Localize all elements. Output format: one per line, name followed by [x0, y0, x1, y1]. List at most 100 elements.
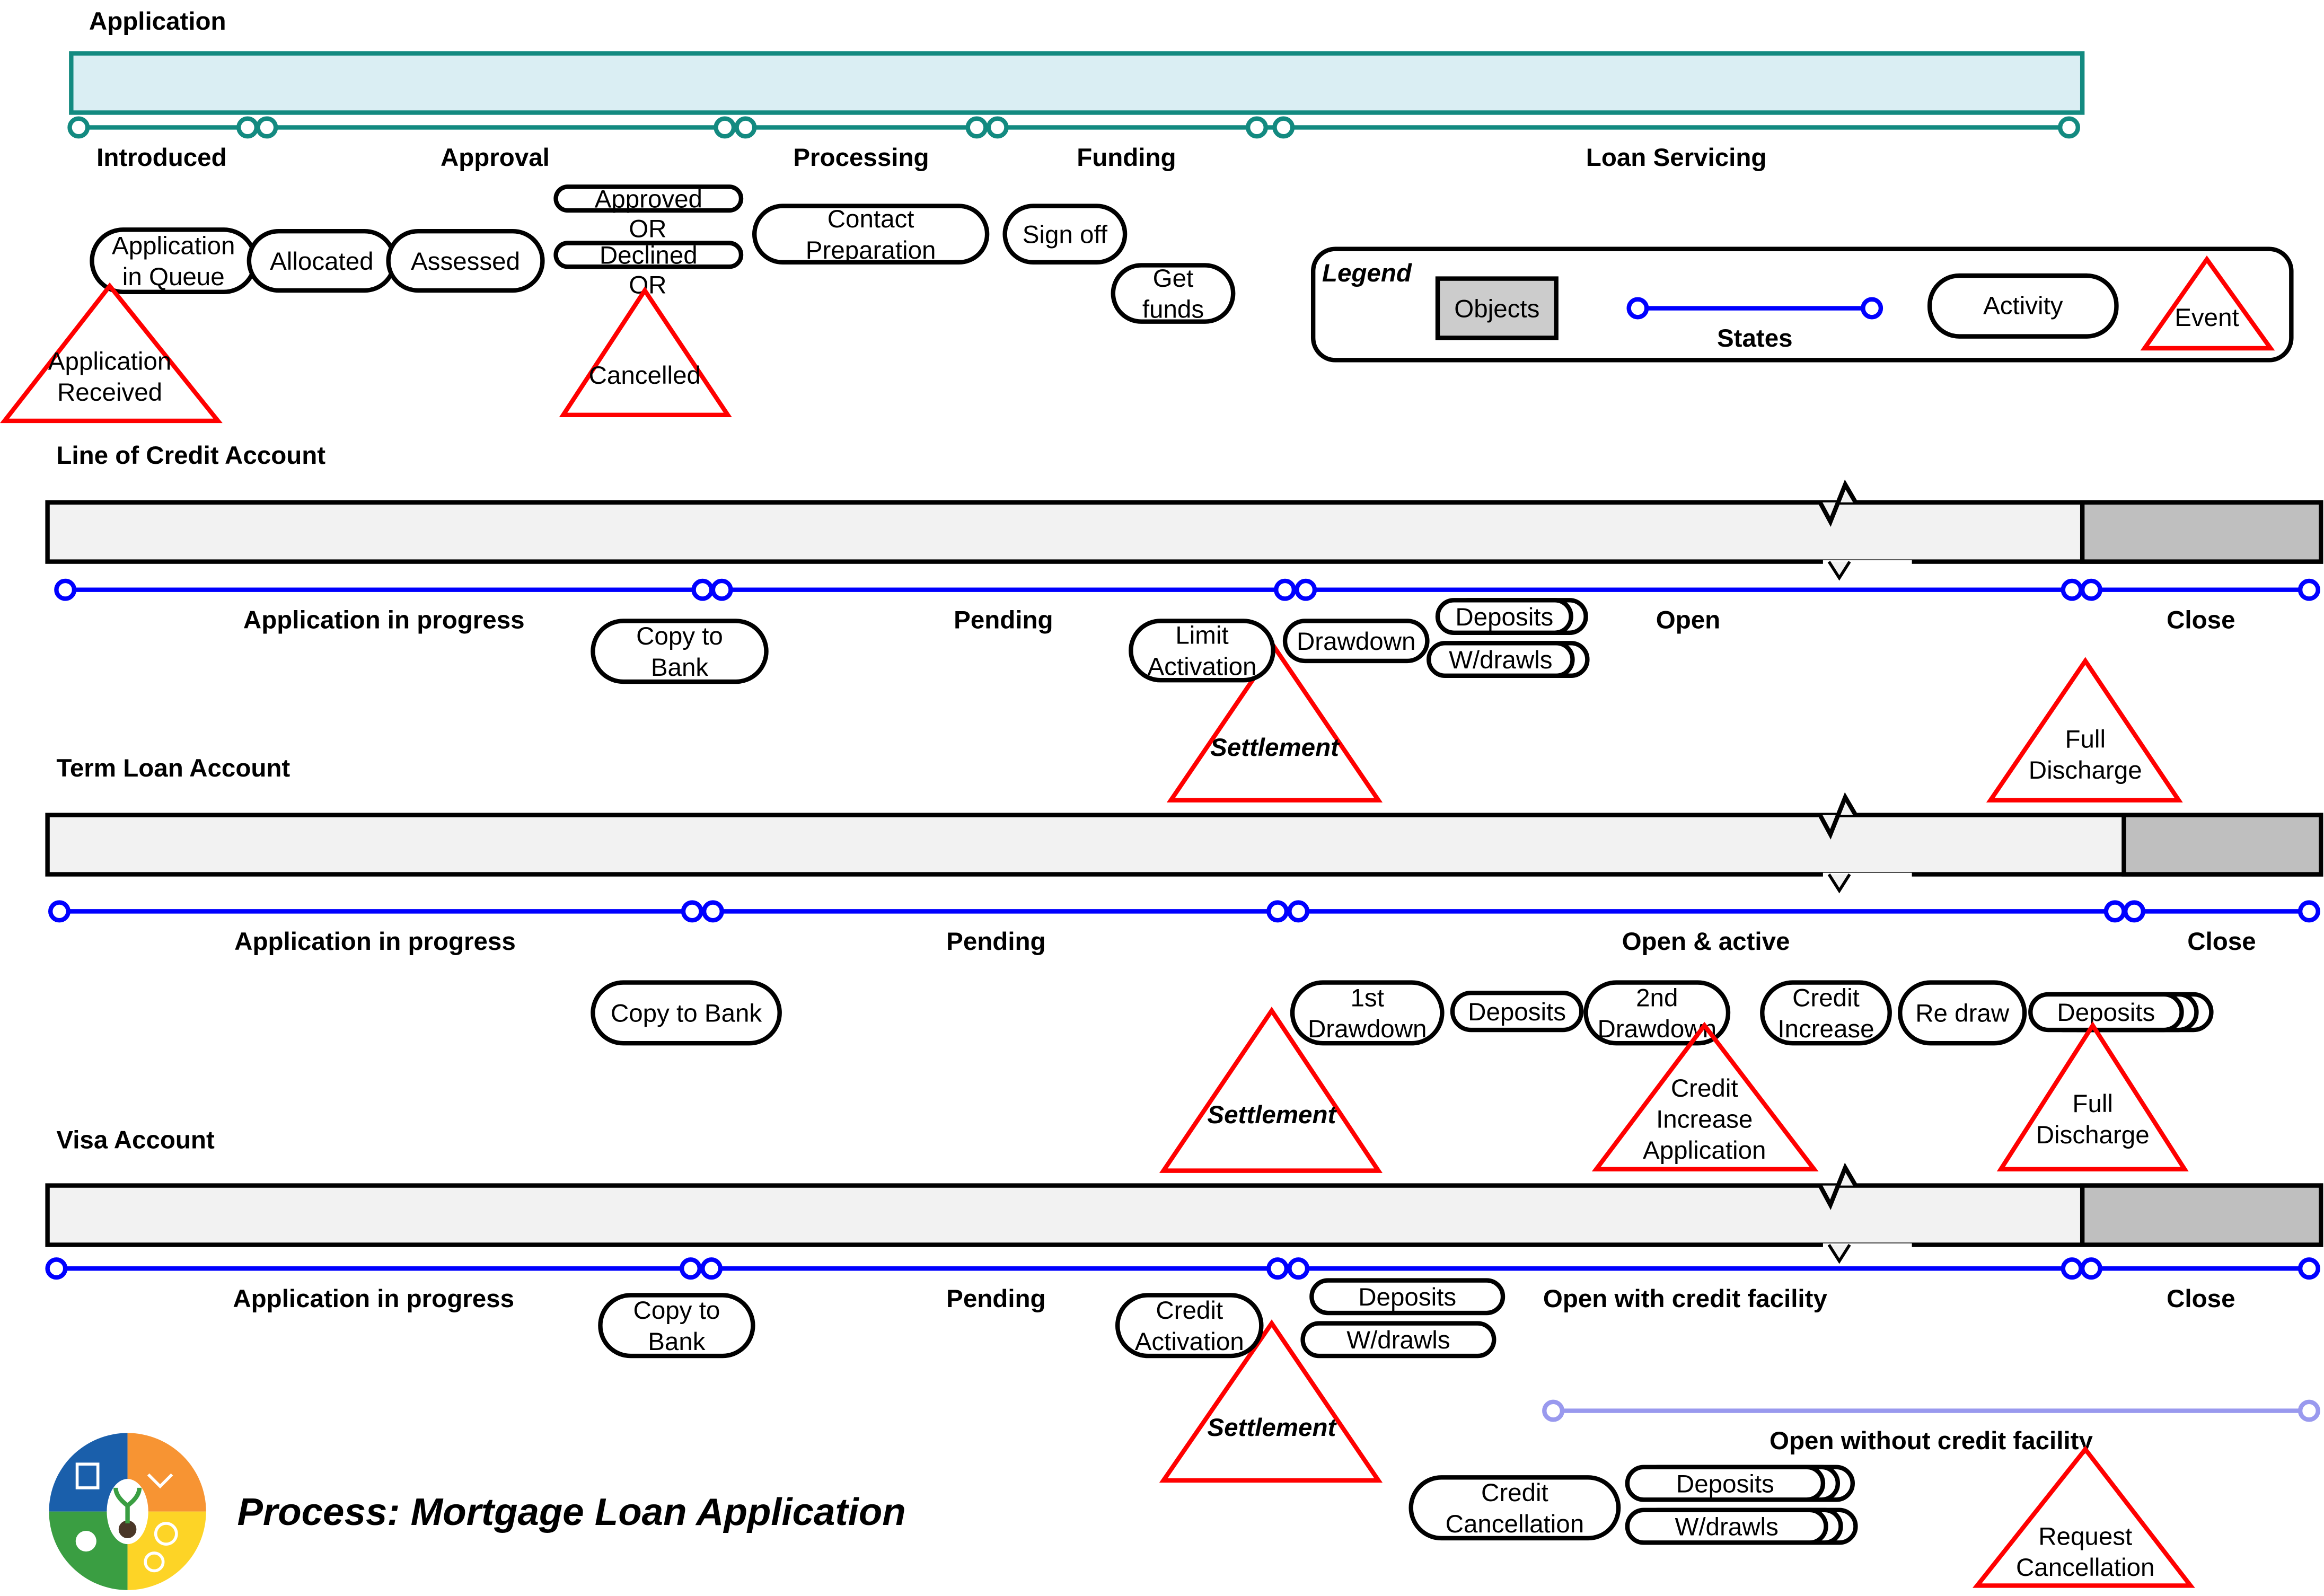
state-node [1295, 578, 1317, 601]
event[interactable]: Settlement [1166, 643, 1383, 803]
activity-shape [598, 1293, 755, 1359]
gear-shape [144, 1551, 165, 1573]
label-line: Cancelled [589, 361, 701, 390]
state-node [986, 116, 1009, 139]
state-node [67, 116, 90, 139]
activity-shape [1309, 1278, 1506, 1316]
state-node [2123, 900, 2145, 923]
activity[interactable]: Deposits [1625, 1465, 1855, 1502]
state-label: Open without credit facility [1770, 1427, 2093, 1455]
state-label: Funding [1077, 144, 1176, 172]
break-mark-icon [1827, 873, 1851, 894]
activity[interactable]: Declined [553, 241, 744, 270]
activity-shape [386, 228, 545, 293]
event[interactable]: Cancelled [559, 286, 732, 417]
activity[interactable]: Deposits [1435, 598, 1588, 635]
state-node [1626, 297, 1649, 320]
closed-segment [2080, 500, 2323, 564]
state-node [700, 1257, 723, 1280]
handshake-icon [127, 1433, 206, 1512]
activity-shape [1760, 980, 1892, 1046]
break-mark-icon [1818, 1162, 1858, 1210]
label-line: in Queue [122, 263, 225, 291]
activity[interactable]: Approved [553, 184, 744, 213]
activity[interactable]: Allocated [247, 228, 397, 293]
state-label: Close [2187, 928, 2256, 956]
label-line: Received [57, 378, 162, 407]
event[interactable]: Settlement [1159, 1319, 1383, 1483]
visa-bar [45, 1162, 2323, 1264]
state-node [734, 116, 757, 139]
label-line: Copy to [633, 1297, 720, 1325]
activity[interactable]: Re draw [1898, 980, 2027, 1046]
activity-shape [591, 619, 769, 684]
state-node [256, 116, 278, 139]
activity-shape [1625, 1507, 1828, 1545]
label-line: Settlement [1207, 1101, 1337, 1129]
label-line: Activation [1147, 652, 1256, 681]
activity[interactable]: Deposits [1309, 1278, 1506, 1316]
closed-segment [2080, 1183, 2323, 1247]
application-title: Application [89, 7, 226, 36]
head-shape [75, 1530, 96, 1552]
activity[interactable]: Sign off [1002, 204, 1128, 265]
activity-shape [1435, 598, 1573, 635]
event[interactable]: Settlement [1159, 1007, 1383, 1173]
state-node [1861, 297, 1883, 320]
state-node [2061, 1257, 2083, 1280]
visa-no-credit-states [1542, 1399, 2320, 1422]
event-triangle [1986, 657, 2183, 803]
activity-shape [2028, 992, 2184, 1033]
process-title: Process: Mortgage Loan Application [237, 1491, 905, 1533]
logo [49, 1433, 206, 1590]
activity[interactable]: Copy to Bank [591, 980, 782, 1046]
break-mark-icon [1818, 479, 1858, 527]
activity[interactable]: W/drawls [1427, 641, 1590, 678]
activity[interactable]: W/drawls [1625, 1507, 1858, 1545]
activity[interactable]: Deposits [1450, 990, 1584, 1033]
book-shape [75, 1462, 100, 1489]
state-node [679, 1257, 702, 1280]
state-label: Pending [954, 606, 1053, 634]
leaf-shape [113, 1487, 142, 1524]
label-line: Cancellation [2016, 1554, 2155, 1582]
activity[interactable]: W/drawls [1300, 1321, 1496, 1359]
activity[interactable]: Assessed [386, 228, 545, 293]
event-triangle [1159, 1319, 1383, 1483]
label-line: 2nd [1636, 984, 1678, 1012]
closed-segment [2121, 813, 2323, 877]
activity[interactable]: Deposits [2028, 992, 2214, 1033]
event-triangle [1166, 643, 1383, 803]
book-icon [49, 1433, 128, 1512]
activity-shape [1625, 1465, 1826, 1502]
state-label: Pending [946, 928, 1045, 956]
state-node [1266, 900, 1289, 923]
state-node [1542, 1399, 1565, 1422]
state-node [701, 900, 724, 923]
legend-event-triangle [2140, 255, 2275, 351]
state-label: Close [2167, 606, 2235, 634]
event-triangle [559, 286, 732, 417]
activity[interactable]: Drawdown [1282, 619, 1430, 664]
state-node [965, 116, 988, 139]
legend-object-swatch [1435, 276, 1559, 340]
label-line: Deposits [1676, 1470, 1774, 1498]
break-mark-icon [1827, 1244, 1851, 1264]
